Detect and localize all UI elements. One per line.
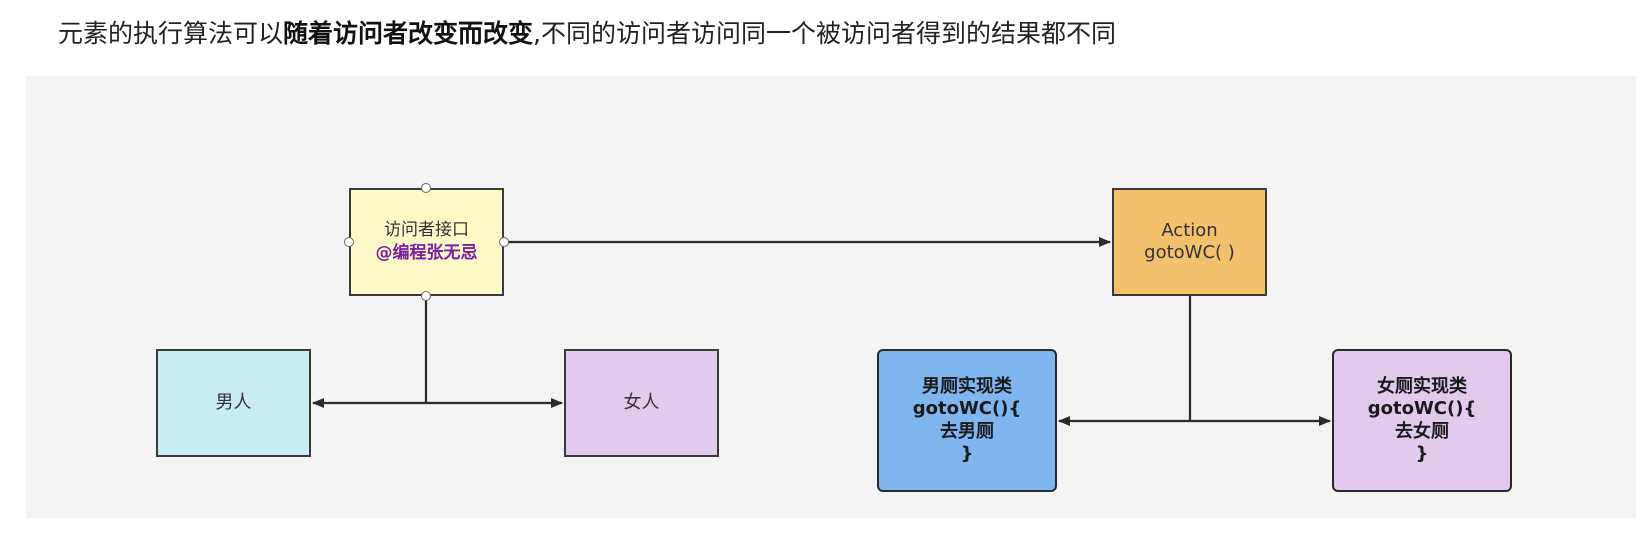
visitor-interface-node[interactable]: 访问者接口 @编程张无忌 [349,188,504,296]
caption-text-2: ,不同的访问者访问同一个被访问者得到的结果都不同 [533,19,1116,48]
visitor-interface-label: 访问者接口 [384,219,469,240]
male-wc-impl-node[interactable]: 男厕实现类 gotoWC(){ 去男厕 } [877,349,1057,492]
woman-label: 女人 [623,391,660,413]
male-wc-body-label: 去男厕 [940,420,994,442]
male-wc-method-label: gotoWC(){ [912,398,1022,419]
diagram-caption: 元素的执行算法可以随着访问者改变而改变,不同的访问者访问同一个被访问者得到的结果… [58,14,1116,50]
female-wc-class-label: 女厕实现类 [1377,375,1467,397]
selection-handle-bottom[interactable] [421,291,431,301]
man-label: 男人 [215,391,252,413]
selection-handle-top[interactable] [421,183,431,193]
female-wc-impl-node[interactable]: 女厕实现类 gotoWC(){ 去女厕 } [1332,349,1512,492]
caption-text-1: 元素的执行算法可以 [58,19,284,48]
action-label: Action [1161,219,1218,241]
male-wc-class-label: 男厕实现类 [922,375,1012,397]
male-wc-close-brace: } [960,443,974,464]
female-wc-body-label: 去女厕 [1395,420,1449,442]
action-method-label: gotoWC( ) [1144,242,1235,263]
caption-bold-text: 随着访问者改变而改变 [283,19,534,48]
woman-node[interactable]: 女人 [564,349,719,457]
selection-handle-left[interactable] [344,237,354,247]
female-wc-close-brace: } [1415,443,1429,464]
female-wc-method-label: gotoWC(){ [1367,398,1477,419]
selection-handle-right[interactable] [499,237,509,247]
man-node[interactable]: 男人 [156,349,311,457]
action-node[interactable]: Action gotoWC( ) [1112,188,1267,296]
watermark-text: @编程张无忌 [375,243,478,263]
